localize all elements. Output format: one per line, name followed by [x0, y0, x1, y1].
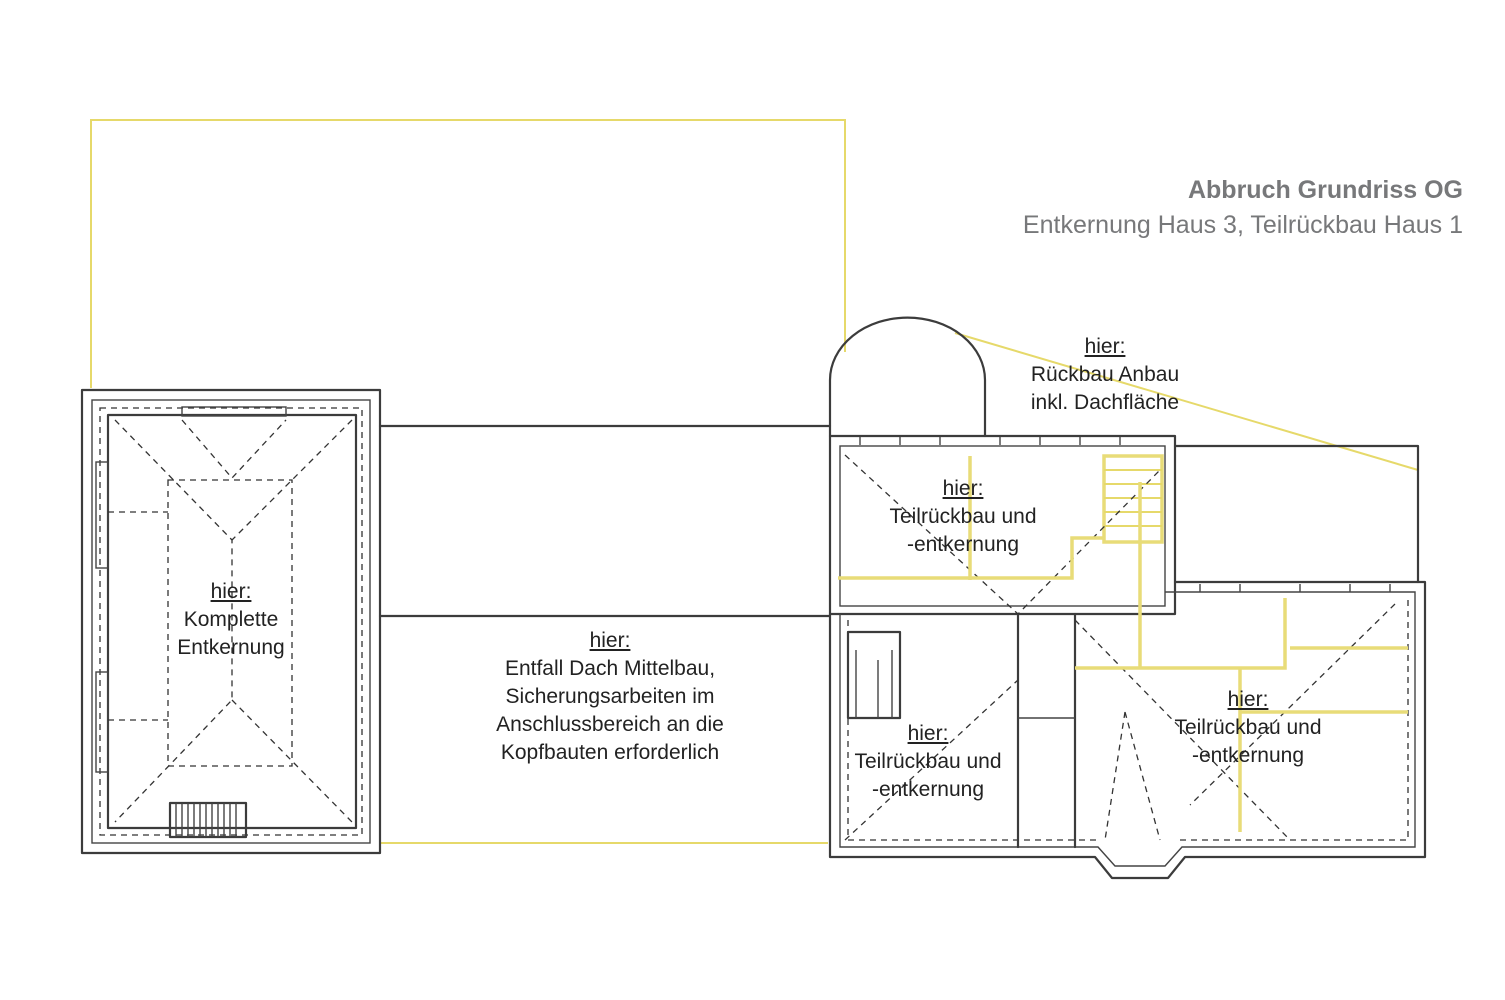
window-ticks	[859, 437, 1391, 592]
note-line: -entkernung	[871, 778, 985, 801]
note-label: hier:	[210, 580, 252, 603]
note-line: Komplette	[183, 608, 279, 631]
note-label: hier:	[1227, 688, 1269, 711]
note-line: Teilrückbau und	[889, 505, 1037, 528]
note-label: hier:	[1084, 335, 1126, 358]
note-label: hier:	[589, 629, 631, 652]
drawing-title-block: Abbruch Grundriss OG Entkernung Haus 3, …	[1023, 172, 1463, 242]
note-line: Entkernung	[177, 636, 285, 659]
note-right-lower-right: hier: Teilrückbau und -entkernung	[1158, 686, 1338, 770]
drawing-subtitle: Entkernung Haus 3, Teilrückbau Haus 1	[1022, 211, 1463, 239]
note-line: Teilrückbau und	[854, 750, 1002, 773]
note-right-upper: hier: Teilrückbau und -entkernung	[873, 475, 1053, 559]
note-line: Entfall Dach Mittelbau,	[504, 657, 716, 680]
note-line: Kopfbauten erforderlich	[500, 741, 720, 764]
note-line: -entkernung	[906, 533, 1020, 556]
note-line: inkl. Dachfläche	[1030, 391, 1180, 414]
note-middle-building: hier: Entfall Dach Mittelbau, Sicherungs…	[460, 627, 760, 767]
note-line: Anschlussbereich an die	[496, 713, 724, 736]
note-label: hier:	[907, 722, 949, 745]
note-annex: hier: Rückbau Anbau inkl. Dachfläche	[1010, 333, 1200, 417]
note-left-house: hier: Komplette Entkernung	[148, 578, 314, 662]
note-line: Rückbau Anbau	[1030, 363, 1180, 386]
left-house	[80, 388, 382, 855]
drawing-title: Abbruch Grundriss OG	[1187, 176, 1463, 204]
note-label: hier:	[942, 477, 984, 500]
note-line: -entkernung	[1191, 744, 1305, 767]
note-line: Teilrückbau und	[1174, 716, 1322, 739]
middle-building-lines	[378, 424, 832, 618]
note-line: Sicherungsarbeiten im	[505, 685, 715, 708]
right-house	[828, 316, 1427, 880]
note-right-lower-left: hier: Teilrückbau und -entkernung	[838, 720, 1018, 804]
